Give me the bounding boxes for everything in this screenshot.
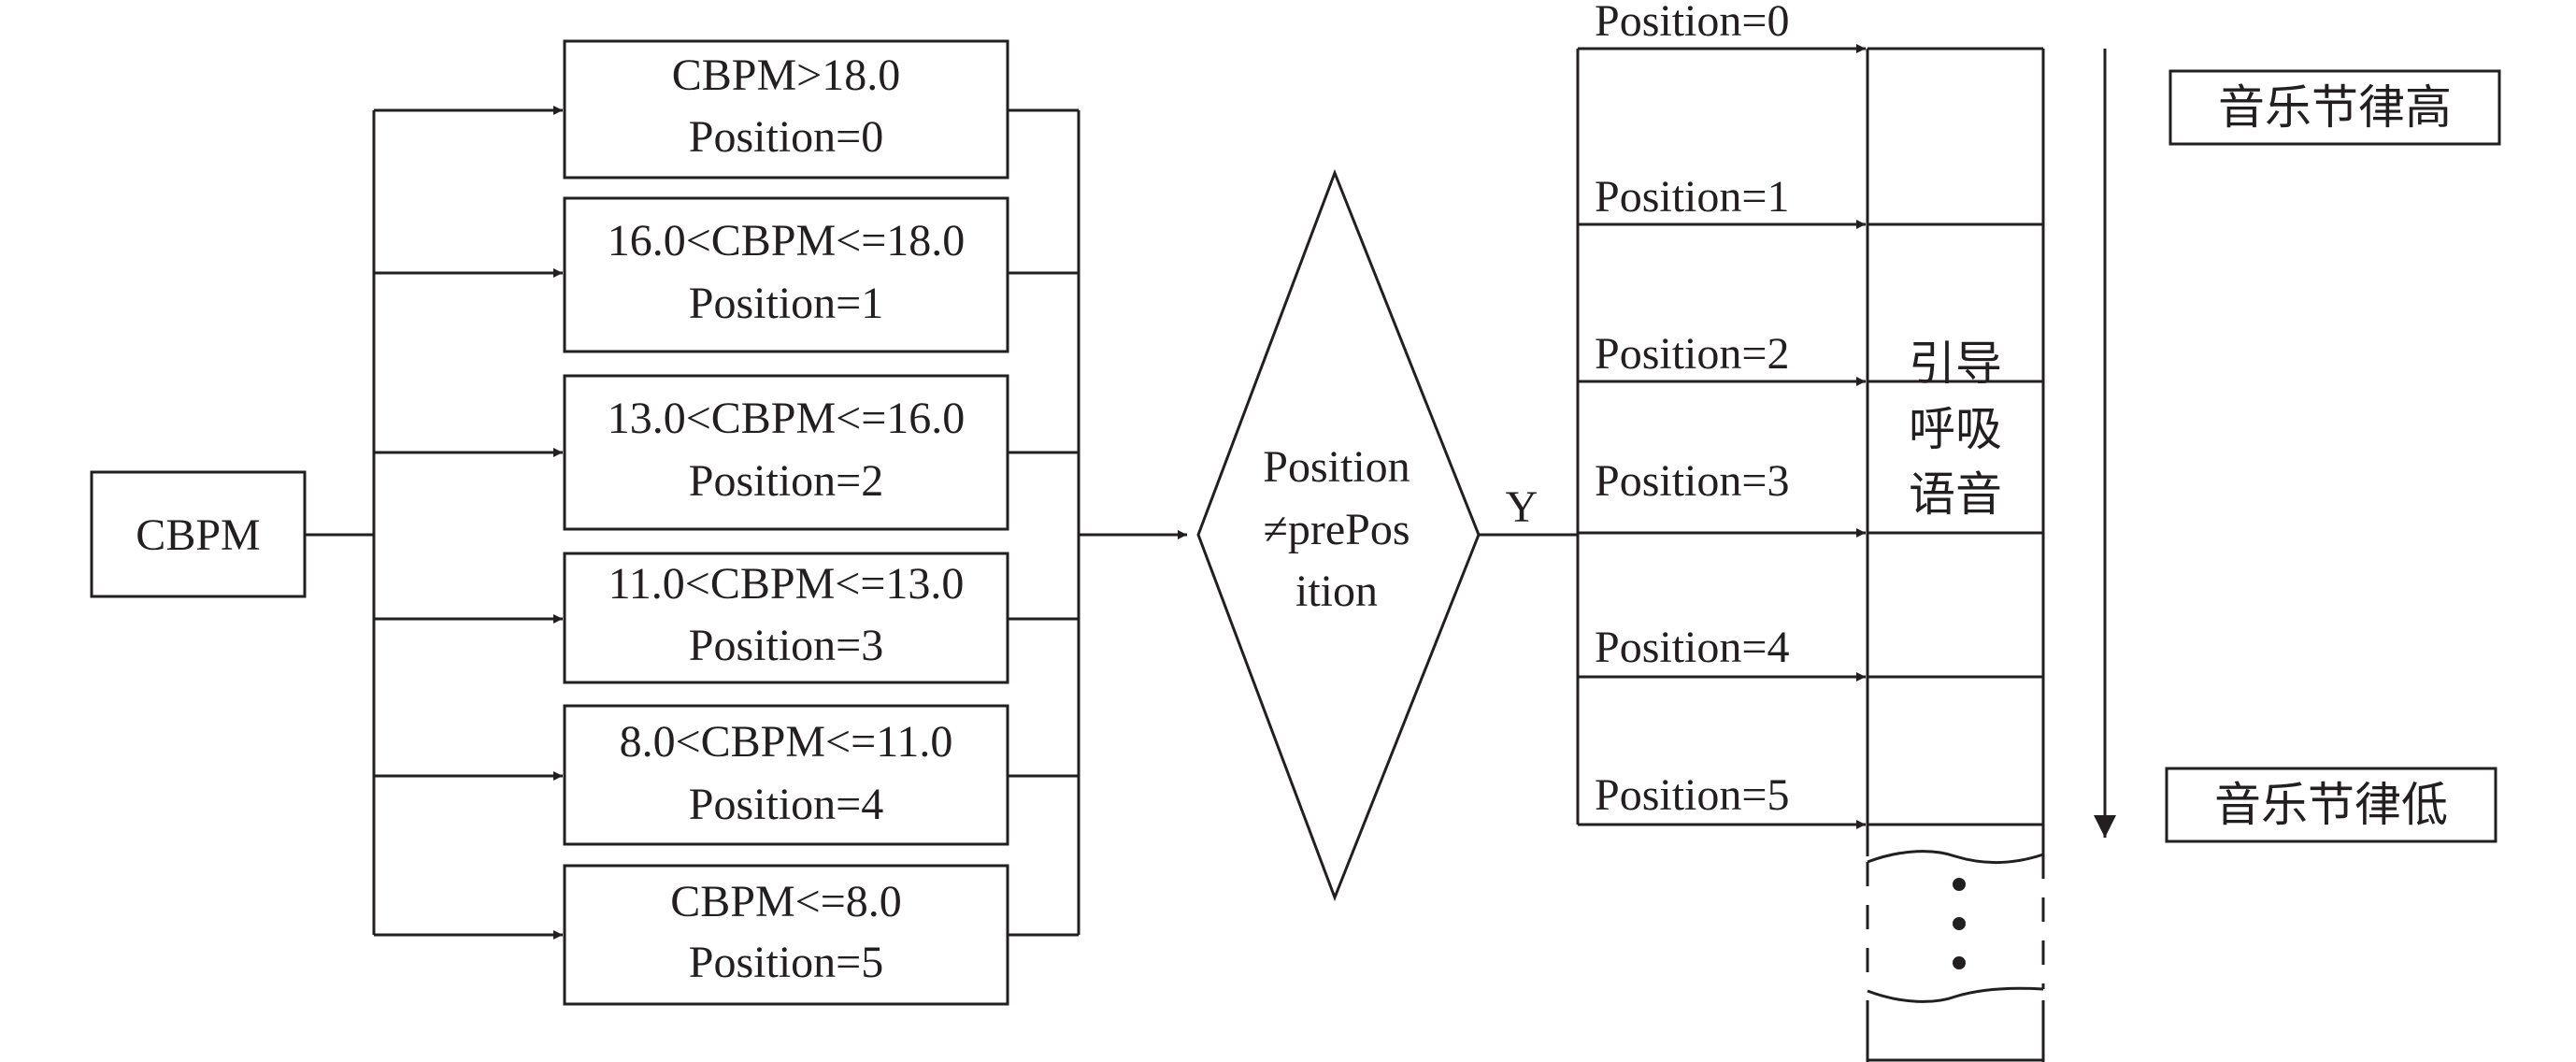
voice-label-line-3: 语音 <box>1909 467 2002 522</box>
condition-box-5: CBPM<=8.0 Position=5 <box>563 864 1009 1006</box>
ellipsis-dot <box>1953 878 1966 891</box>
condition-box-2: 13.0<CBPM<=16.0 Position=2 <box>563 374 1009 531</box>
condition-rule: 16.0<CBPM<=18.0 <box>608 216 966 266</box>
condition-position: Position=2 <box>689 456 883 506</box>
output-label-5: Position=5 <box>1595 770 1789 820</box>
condition-rule: 8.0<CBPM<=11.0 <box>620 717 953 767</box>
column-break-top <box>1867 850 2044 864</box>
output-label-4: Position=4 <box>1595 623 1789 672</box>
condition-position: Position=0 <box>689 112 883 162</box>
decision-diamond: Position ≠prePos ition <box>1196 168 1481 902</box>
ellipsis-dot <box>1953 956 1966 969</box>
output-label-3: Position=3 <box>1595 456 1789 506</box>
output-label-0: Position=0 <box>1595 0 1789 46</box>
condition-position: Position=4 <box>689 780 883 829</box>
column-break-bottom <box>1867 986 2044 1003</box>
voice-label-line-1: 引导 <box>1909 337 2002 391</box>
ellipsis-dot <box>1953 917 1966 930</box>
voice-column <box>1866 47 2045 1062</box>
output-label-1: Position=1 <box>1595 172 1789 222</box>
rhythm-low-label: 音乐节律低 <box>2214 778 2448 832</box>
condition-box-3: 11.0<CBPM<=13.0 Position=3 <box>563 552 1009 684</box>
condition-position: Position=5 <box>689 938 883 987</box>
condition-position: Position=1 <box>689 279 883 328</box>
decision-line-1: Position <box>1263 442 1410 492</box>
condition-rule: 13.0<CBPM<=16.0 <box>608 394 966 443</box>
condition-rule: 11.0<CBPM<=13.0 <box>608 559 965 609</box>
condition-rule: CBPM<=8.0 <box>670 877 902 926</box>
cbpm-input-box <box>90 470 307 598</box>
condition-position: Position=3 <box>689 621 883 670</box>
condition-box-1: 16.0<CBPM<=18.0 Position=1 <box>563 196 1009 353</box>
output-label-2: Position=2 <box>1595 329 1789 379</box>
voice-label-line-2: 呼吸 <box>1909 402 2002 456</box>
condition-rule: CBPM>18.0 <box>672 50 900 100</box>
condition-box-4: 8.0<CBPM<=11.0 Position=4 <box>563 704 1009 846</box>
decision-line-3: ition <box>1295 567 1378 616</box>
decision-yes-label: Y <box>1506 482 1538 532</box>
rhythm-low-box: 音乐节律低 <box>2165 767 2497 843</box>
rhythm-high-box: 音乐节律高 <box>2168 69 2501 146</box>
decision-line-2: ≠prePos <box>1263 505 1410 554</box>
rhythm-high-label: 音乐节律高 <box>2218 80 2452 135</box>
cbpm-input-label: CBPM <box>136 510 260 560</box>
condition-box-0: CBPM>18.0 Position=0 <box>563 39 1009 179</box>
